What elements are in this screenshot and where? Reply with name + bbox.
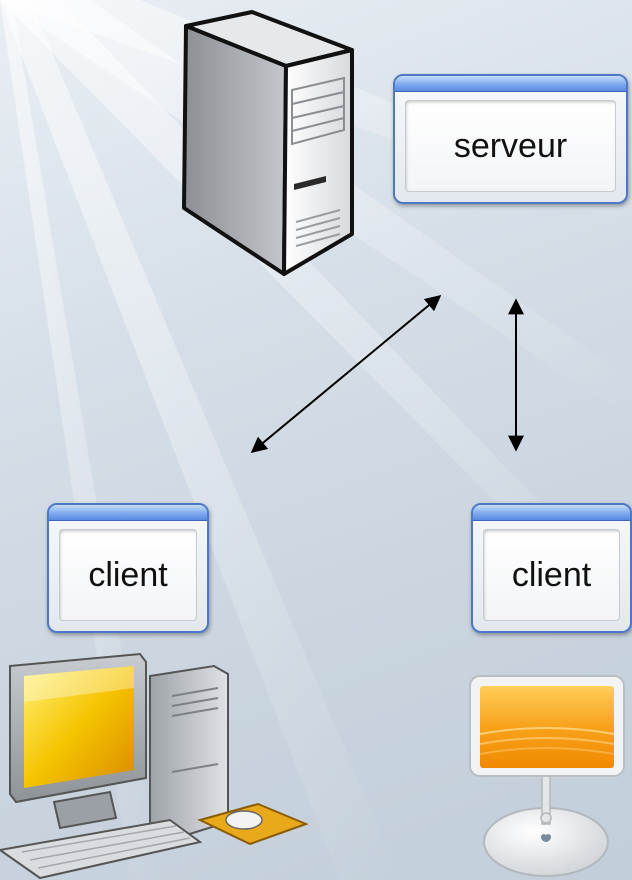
server-label: serveur — [453, 127, 568, 165]
client-window-left-content: client — [59, 529, 197, 621]
client-window-left: client — [47, 503, 209, 633]
server-window-content: serveur — [405, 100, 616, 192]
desktop-pc-icon — [0, 652, 309, 880]
server-window: serveur — [393, 74, 628, 204]
client-window-right: client — [471, 503, 632, 633]
client-window-left-titlebar — [49, 505, 207, 521]
arrow-server-to-left-client — [250, 294, 442, 454]
server-window-titlebar — [395, 76, 626, 92]
client-label-right: client — [511, 556, 592, 594]
client-window-right-content: client — [483, 529, 620, 621]
client-window-right-titlebar — [473, 505, 630, 521]
imac-g4-icon — [469, 675, 625, 877]
server-tower-icon — [182, 10, 354, 276]
client-label-left: client — [88, 556, 168, 594]
